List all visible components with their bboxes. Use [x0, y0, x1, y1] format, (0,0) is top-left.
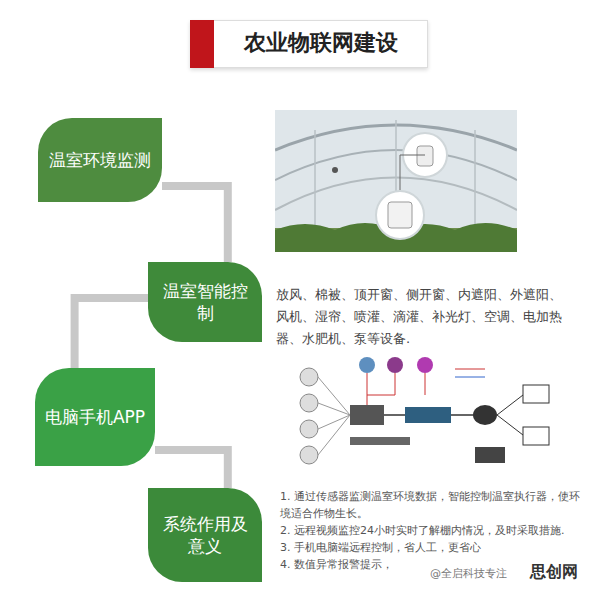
connector-line [155, 450, 228, 488]
watermark: @全启科技专注 [430, 566, 530, 582]
note-item: 1. 通过传感器监测温室环境数据，智能控制温室执行器，使环境适合作物生长。 [280, 488, 588, 522]
device-list: 放风、棉被、顶开窗、侧开窗、内遮阳、外遮阳、风机、湿帘、喷灌、滴灌、补光灯、空调… [276, 284, 566, 350]
box-text: 温室智能控制 [156, 280, 254, 324]
connector-line [162, 186, 228, 262]
watermark: 思创网 [530, 561, 592, 583]
greenhouse-photo [275, 110, 517, 252]
title-accent [190, 20, 214, 68]
connector-line [75, 298, 148, 368]
leaf-box: 系统作用及意义 [148, 488, 262, 582]
leaf-box: 温室智能控制 [148, 262, 262, 342]
leaf-box: 电脑手机APP [35, 368, 155, 466]
system-topology [295, 355, 563, 477]
leaf-box: 温室环境监测 [38, 118, 162, 202]
note-item: 4. 数值异常报警提示， [280, 556, 425, 573]
page-title: 农业物联网建设 [218, 28, 423, 58]
box-text: 电脑手机APP [45, 406, 145, 428]
note-item: 2. 远程视频监控24小时实时了解棚内情况，及时采取措施. [280, 522, 588, 539]
note-item: 3. 手机电脑端远程控制，省人工，更省心 [280, 539, 588, 556]
box-text: 系统作用及意义 [156, 513, 254, 557]
box-text: 温室环境监测 [49, 149, 151, 171]
